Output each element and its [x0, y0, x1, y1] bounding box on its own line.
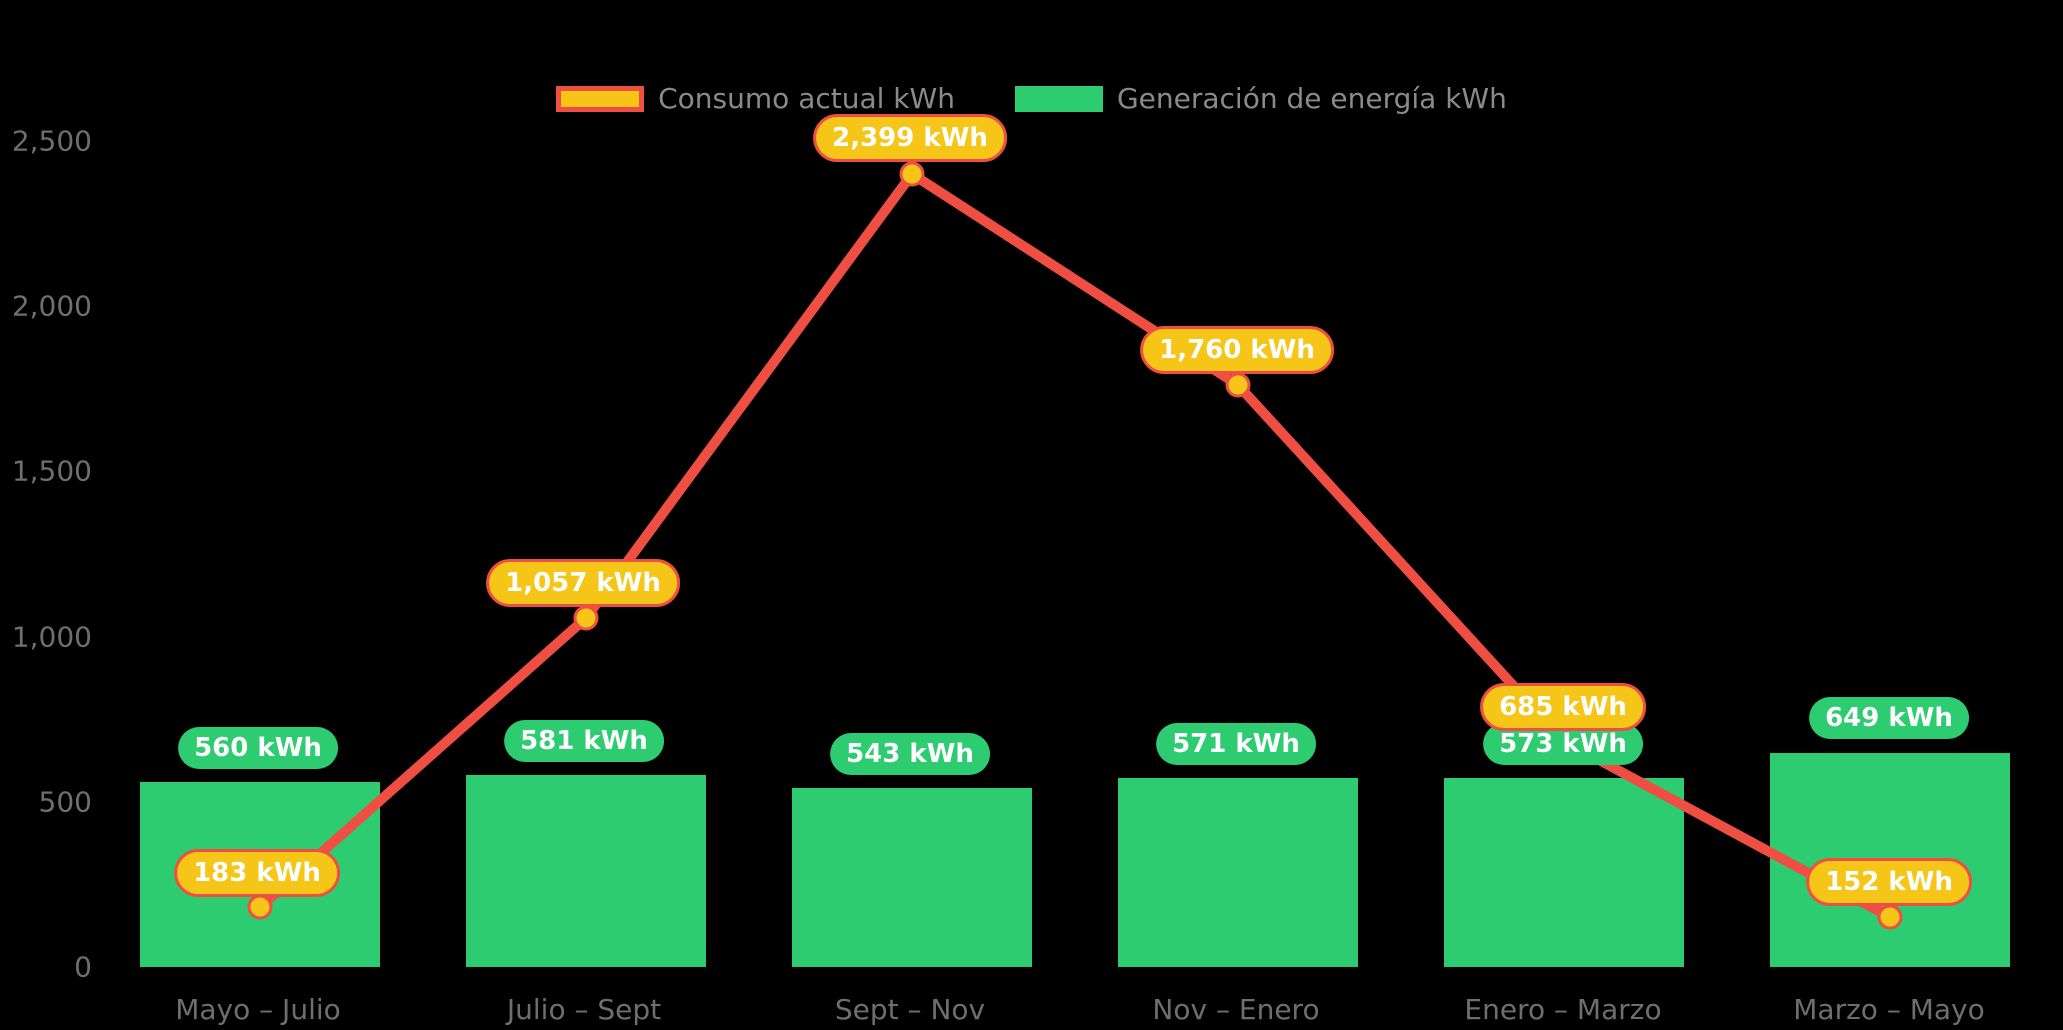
- consumo-marker-3: [1225, 372, 1251, 398]
- y-tick-1500: 1,500: [11, 454, 92, 488]
- y-axis: 0 500 1,000 1,500 2,000 2,500: [0, 0, 120, 1030]
- line-data-label-0: 183 kWh: [174, 849, 340, 897]
- line-data-label-4: 685 kWh: [1480, 683, 1646, 731]
- bar-data-label-3: 571 kWh: [1156, 723, 1316, 765]
- consumo-marker-1: [573, 605, 599, 631]
- bar-data-label-2: 543 kWh: [830, 733, 990, 775]
- line-data-label-3: 1,760 kWh: [1140, 326, 1334, 374]
- x-axis-label-5: Marzo – Mayo: [1793, 993, 1985, 1026]
- bar-generacion-3[interactable]: [1118, 778, 1358, 967]
- line-data-label-2: 2,399 kWh: [813, 114, 1007, 162]
- y-tick-2000: 2,000: [11, 289, 92, 323]
- bar-data-label-5: 649 kWh: [1809, 697, 1969, 739]
- bar-generacion-4[interactable]: [1444, 778, 1684, 967]
- y-tick-500: 500: [38, 785, 92, 819]
- bar-generacion-2[interactable]: [792, 788, 1032, 967]
- bar-data-label-1: 581 kWh: [504, 720, 664, 762]
- x-axis-label-4: Enero – Marzo: [1464, 993, 1662, 1026]
- x-axis-label-0: Mayo – Julio: [175, 993, 341, 1026]
- y-tick-0: 0: [74, 950, 92, 984]
- y-tick-1000: 1,000: [11, 620, 92, 654]
- x-axis-label-2: Sept – Nov: [834, 993, 986, 1026]
- line-data-label-1: 1,057 kWh: [486, 559, 680, 607]
- bar-data-label-0: 560 kWh: [178, 727, 338, 769]
- x-axis-label-3: Nov – Enero: [1152, 993, 1320, 1026]
- line-data-label-5: 152 kWh: [1806, 858, 1972, 906]
- x-axis-label-1: Julio – Sept: [506, 993, 662, 1026]
- y-tick-2500: 2,500: [11, 124, 92, 158]
- bar-generacion-1[interactable]: [466, 775, 706, 967]
- consumo-marker-2: [899, 161, 925, 187]
